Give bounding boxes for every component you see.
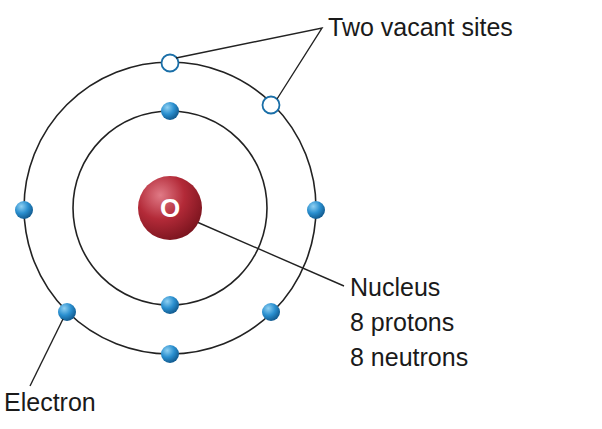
electrons [15, 102, 325, 363]
nucleus-label: 8 neutrons [350, 342, 468, 372]
electron [307, 201, 325, 219]
nucleus: O [138, 176, 202, 240]
vacant-site [162, 55, 179, 72]
electron [161, 296, 179, 314]
leader-lines [30, 28, 344, 386]
inner-shell [73, 111, 267, 305]
outer-shell [24, 62, 316, 354]
electron [161, 345, 179, 363]
nucleus-label: Nucleus [350, 272, 440, 302]
leader-line [30, 319, 63, 386]
electron-label: Electron [4, 387, 96, 417]
vacant-sites-label: Two vacant sites [328, 12, 513, 42]
electron [58, 303, 76, 321]
vacant-site [263, 97, 280, 114]
leader-line [176, 28, 322, 99]
electron [15, 201, 33, 219]
vacant-sites [162, 55, 280, 114]
leader-line [190, 219, 344, 286]
electron [161, 102, 179, 120]
element-symbol: O [160, 193, 180, 224]
nucleus-circle [138, 176, 202, 240]
nucleus-label: 8 protons [350, 307, 454, 337]
electron [262, 303, 280, 321]
